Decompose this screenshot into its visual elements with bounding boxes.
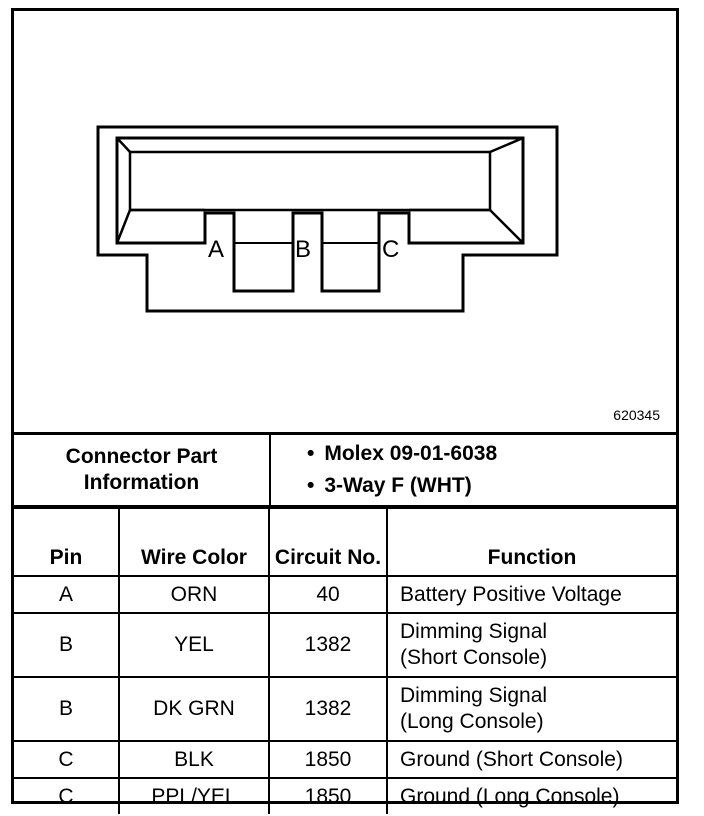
cell-pin: C bbox=[14, 777, 120, 814]
figure-id: 620345 bbox=[613, 407, 660, 423]
connector-body bbox=[96, 125, 559, 313]
cell-circuit: 1850 bbox=[268, 740, 388, 779]
cell-circuit: 1850 bbox=[268, 777, 388, 814]
connector-info-item: Molex 09-01-6038 bbox=[307, 438, 676, 470]
header-wire-color: Wire Color bbox=[118, 507, 270, 577]
pin-label-c: C bbox=[382, 236, 399, 263]
table-row: B DK GRN 1382 Dimming Signal (Long Conso… bbox=[14, 676, 676, 742]
header-pin: Pin bbox=[14, 507, 120, 577]
header-function: Function bbox=[386, 507, 676, 577]
cell-pin: C bbox=[14, 740, 120, 779]
cell-pin: A bbox=[14, 575, 120, 614]
header-circuit: Circuit No. bbox=[268, 507, 388, 577]
table-row: C BLK 1850 Ground (Short Console) bbox=[14, 740, 676, 779]
divider bbox=[14, 432, 676, 435]
cell-function: Ground (Long Console) bbox=[386, 777, 676, 814]
cell-circuit: 1382 bbox=[268, 676, 388, 742]
cell-function: Dimming Signal (Short Console) bbox=[386, 612, 676, 678]
cell-circuit: 1382 bbox=[268, 612, 388, 678]
connector-info-items: Molex 09-01-6038 3-Way F (WHT) bbox=[269, 435, 676, 507]
cell-wire-color: DK GRN bbox=[118, 676, 270, 742]
connector-bevel bbox=[128, 150, 492, 212]
connector-drawing: A B C bbox=[96, 125, 559, 313]
cell-wire-color: ORN bbox=[118, 575, 270, 614]
cell-function: Ground (Short Console) bbox=[386, 740, 676, 779]
connector-info-table: Connector Part Information Molex 09-01-6… bbox=[14, 435, 676, 507]
pin-label-a: A bbox=[208, 236, 224, 263]
table-row: B YEL 1382 Dimming Signal (Short Console… bbox=[14, 612, 676, 678]
cell-wire-color: PPL/YEL bbox=[118, 777, 270, 814]
pin-label-b: B bbox=[295, 236, 311, 263]
cell-pin: B bbox=[14, 612, 120, 678]
table-row: A ORN 40 Battery Positive Voltage bbox=[14, 575, 676, 614]
diagram-frame: A B C 620345 Connector Part Information … bbox=[11, 8, 679, 814]
cell-function: Dimming Signal (Long Console) bbox=[386, 676, 676, 742]
cell-function: Battery Positive Voltage bbox=[386, 575, 676, 614]
connector-info-header: Connector Part Information bbox=[14, 435, 271, 507]
connector-inner-outline bbox=[115, 136, 525, 293]
connector-info-item: 3-Way F (WHT) bbox=[307, 470, 676, 502]
cell-circuit: 40 bbox=[268, 575, 388, 614]
cell-wire-color: YEL bbox=[118, 612, 270, 678]
cell-pin: B bbox=[14, 676, 120, 742]
pin-table: Pin Wire Color Circuit No. Function A OR… bbox=[14, 507, 676, 814]
table-row: C PPL/YEL 1850 Ground (Long Console) bbox=[14, 777, 676, 814]
pin-table-header: Pin Wire Color Circuit No. Function bbox=[14, 507, 676, 577]
cell-wire-color: BLK bbox=[118, 740, 270, 779]
